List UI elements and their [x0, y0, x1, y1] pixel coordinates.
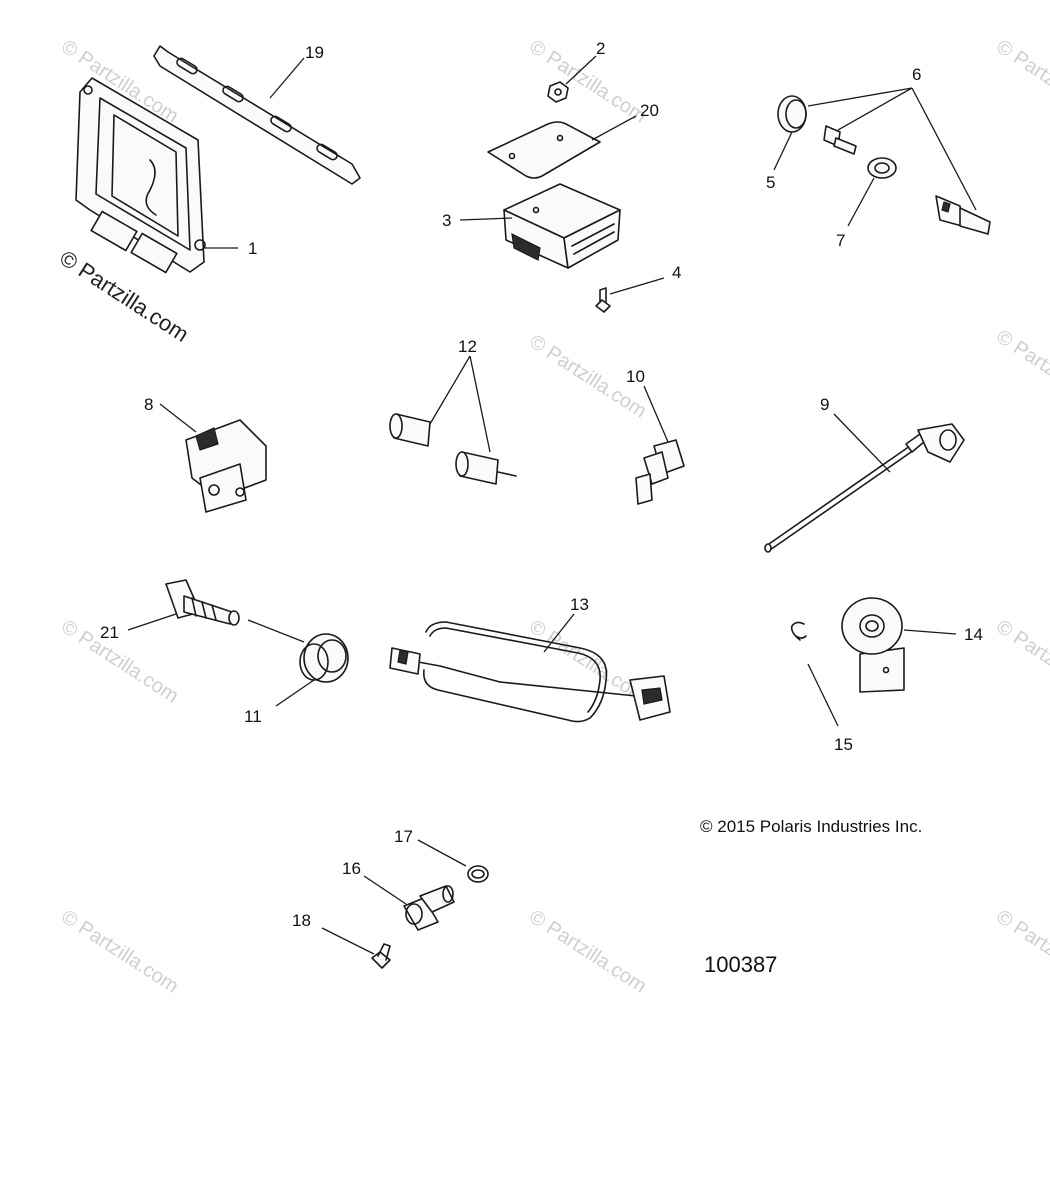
watermark: © Partzilla.com — [992, 36, 1050, 128]
leader-5 — [773, 131, 793, 171]
watermark: © Partzilla.com — [992, 326, 1050, 418]
leader-14 — [903, 629, 957, 635]
leader-21 — [127, 613, 177, 631]
leader-6b — [837, 87, 913, 131]
leader-7 — [847, 177, 875, 227]
leader-10 — [643, 385, 669, 443]
part-3-box — [503, 183, 621, 269]
callout-8: 8 — [144, 395, 153, 414]
leader-6c — [911, 87, 977, 211]
watermark: © Partzilla.com — [57, 906, 182, 998]
part-12-plugs — [389, 413, 517, 485]
leader-9 — [833, 413, 891, 473]
callout-9: 9 — [820, 395, 829, 414]
callout-17: 17 — [394, 827, 413, 846]
leader-11-ref — [247, 619, 305, 643]
leader-17 — [417, 839, 467, 867]
part-6-sensor — [935, 195, 991, 235]
part-20-cover — [487, 121, 601, 179]
part-17-oring — [467, 865, 489, 883]
leader-11 — [275, 679, 315, 707]
part-19-bracket — [153, 45, 361, 185]
leader-4 — [609, 277, 665, 295]
part-2-nut — [547, 81, 569, 103]
callout-10: 10 — [626, 367, 645, 386]
leader-13 — [543, 613, 575, 653]
part-9-speed-sensor — [764, 423, 965, 553]
part-1-ecu — [75, 77, 206, 274]
callout-14: 14 — [964, 625, 983, 644]
part-13-harness — [389, 621, 671, 723]
part-16-elbow-sensor — [403, 885, 455, 931]
drawing-number: 100387 — [704, 952, 777, 977]
part-18-bolt — [371, 943, 391, 969]
part-4-screw — [595, 287, 611, 313]
callout-11: 11 — [244, 707, 262, 726]
callout-6: 6 — [912, 65, 921, 84]
part-21-bulb — [165, 579, 240, 626]
part-11-grommet — [299, 633, 349, 683]
leader-19 — [269, 57, 305, 99]
part-6-key — [823, 125, 857, 155]
leader-2 — [565, 55, 597, 85]
watermark: © Partzilla.com — [525, 36, 650, 128]
leader-8 — [159, 403, 197, 433]
part-15-clip — [790, 621, 807, 641]
callout-2: 2 — [596, 39, 605, 58]
callout-12: 12 — [458, 337, 477, 356]
callout-7: 7 — [836, 231, 845, 250]
part-5-plug — [777, 95, 807, 133]
callout-4: 4 — [672, 263, 681, 282]
leader-3 — [459, 217, 513, 221]
watermark: © Partzilla.com — [525, 616, 650, 708]
leader-12b — [469, 355, 491, 453]
callout-3: 3 — [442, 211, 451, 230]
callout-5: 5 — [766, 173, 775, 192]
callout-16: 16 — [342, 859, 361, 878]
watermark: © Partzilla.com — [57, 616, 182, 708]
part-7-grommet — [867, 157, 897, 179]
callout-19: 19 — [305, 43, 324, 62]
leader-16 — [363, 875, 407, 905]
part-8-map-sensor — [185, 419, 267, 513]
part-14-knock-sensor — [841, 597, 905, 693]
callout-15: 15 — [834, 735, 853, 754]
callout-18: 18 — [292, 911, 311, 930]
callout-20: 20 — [640, 101, 659, 120]
part-10-temp-sensor — [635, 439, 685, 505]
watermarks: © Partzilla.com © Partzilla.com © Partzi… — [55, 36, 1050, 998]
callout-13: 13 — [570, 595, 589, 614]
leader-15 — [807, 663, 839, 727]
leader-20 — [591, 115, 637, 141]
callout-1: 1 — [248, 239, 257, 258]
leader-12a — [429, 355, 471, 425]
callout-21: 21 — [100, 623, 119, 642]
copyright-text: © 2015 Polaris Industries Inc. — [700, 817, 922, 836]
watermark: © Partzilla.com — [525, 906, 650, 998]
watermark: © Partzilla.com — [992, 616, 1050, 708]
leader-6a — [807, 87, 913, 107]
watermark: © Partzilla.com — [992, 906, 1050, 998]
leader-18 — [321, 927, 375, 955]
